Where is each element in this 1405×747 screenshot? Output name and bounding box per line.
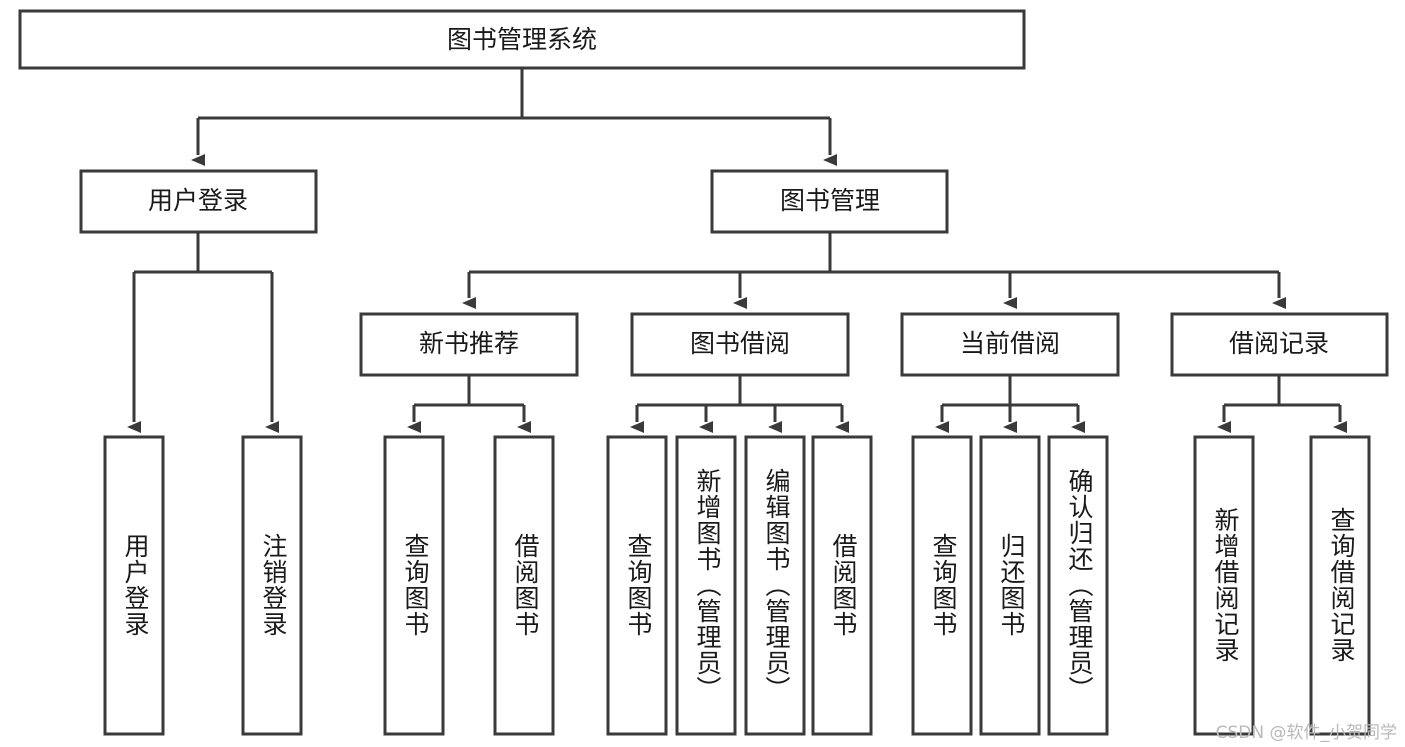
leaf-current-borrow-0[interactable]: 查询图书	[911, 435, 973, 736]
leaf-current-borrow-2-label: 确认归还（管理员）	[1065, 468, 1094, 702]
leaf-borrow-record-1-label: 查询借阅记录	[1327, 507, 1356, 663]
leaf-user-login-0-box[interactable]	[103, 435, 165, 736]
node-book-management[interactable]: 图书管理	[710, 169, 949, 234]
node-new-book-recommend[interactable]: 新书推荐	[359, 312, 579, 377]
leaf-current-borrow-1-box[interactable]	[979, 435, 1041, 736]
node-root-label: 图书管理系统	[447, 25, 597, 54]
leaf-book-borrow-0[interactable]: 查询图书	[606, 435, 668, 736]
node-user-login[interactable]: 用户登录	[79, 169, 318, 234]
leaf-current-borrow-0-box[interactable]	[911, 435, 973, 736]
leaf-user-login-0[interactable]: 用户登录	[103, 435, 165, 736]
leaf-user-login-1-box[interactable]	[241, 435, 303, 736]
leaf-current-borrow-2[interactable]: 确认归还（管理员）	[1047, 435, 1109, 736]
leaf-new-book-0[interactable]: 查询图书	[383, 435, 445, 736]
leaf-new-book-0-label: 查询图书	[401, 533, 430, 637]
node-borrow-record[interactable]: 借阅记录	[1170, 312, 1389, 377]
leaf-book-borrow-1-label: 新增图书（管理员）	[693, 468, 722, 702]
leaf-borrow-record-0-label: 新增借阅记录	[1211, 507, 1240, 663]
leaf-borrow-record-1[interactable]: 查询借阅记录	[1309, 435, 1371, 736]
node-book-borrow-box[interactable]	[630, 312, 850, 377]
leaf-book-borrow-2-label: 编辑图书（管理员）	[762, 468, 791, 702]
leaf-book-borrow-0-label: 查询图书	[624, 533, 653, 637]
leaf-book-borrow-3-label: 借阅图书	[829, 533, 858, 637]
leaf-borrow-record-0[interactable]: 新增借阅记录	[1193, 435, 1255, 736]
leaf-book-borrow-3[interactable]: 借阅图书	[811, 435, 873, 736]
leaf-user-login-1-label: 注销登录	[259, 533, 288, 637]
leaf-current-borrow-1[interactable]: 归还图书	[979, 435, 1041, 736]
node-root[interactable]: 图书管理系统	[18, 9, 1026, 70]
connector-layer	[127, 68, 1347, 433]
node-book-management-box[interactable]	[710, 169, 949, 234]
leaf-book-borrow-3-box[interactable]	[811, 435, 873, 736]
node-book-borrow-label: 图书借阅	[690, 329, 790, 358]
node-root-box[interactable]	[18, 9, 1026, 70]
leaf-current-borrow-1-label: 归还图书	[997, 533, 1026, 637]
leaf-current-borrow-2-box[interactable]	[1047, 435, 1109, 736]
leaf-borrow-record-0-box[interactable]	[1193, 435, 1255, 736]
node-new-book-recommend-box[interactable]	[359, 312, 579, 377]
leaf-book-borrow-1[interactable]: 新增图书（管理员）	[675, 435, 737, 736]
leaf-book-borrow-1-box[interactable]	[675, 435, 737, 736]
node-user-login-box[interactable]	[79, 169, 318, 234]
node-current-borrow-label: 当前借阅	[960, 329, 1060, 358]
leaf-new-book-1-box[interactable]	[493, 435, 555, 736]
leaf-current-borrow-0-label: 查询图书	[929, 533, 958, 637]
node-borrow-record-box[interactable]	[1170, 312, 1389, 377]
node-borrow-record-label: 借阅记录	[1229, 329, 1329, 358]
node-current-borrow-box[interactable]	[900, 312, 1120, 377]
leaf-book-borrow-2[interactable]: 编辑图书（管理员）	[744, 435, 806, 736]
leaf-borrow-record-1-box[interactable]	[1309, 435, 1371, 736]
leaf-book-borrow-2-box[interactable]	[744, 435, 806, 736]
node-book-borrow[interactable]: 图书借阅	[630, 312, 850, 377]
leaf-new-book-1-label: 借阅图书	[511, 533, 540, 637]
node-new-book-recommend-label: 新书推荐	[419, 329, 519, 358]
node-current-borrow[interactable]: 当前借阅	[900, 312, 1120, 377]
leaf-new-book-0-box[interactable]	[383, 435, 445, 736]
leaf-user-login-1[interactable]: 注销登录	[241, 435, 303, 736]
node-book-management-label: 图书管理	[780, 186, 880, 215]
node-user-login-label: 用户登录	[148, 186, 248, 215]
leaf-user-login-0-label: 用户登录	[121, 533, 150, 637]
leaf-book-borrow-0-box[interactable]	[606, 435, 668, 736]
leaf-new-book-1[interactable]: 借阅图书	[493, 435, 555, 736]
